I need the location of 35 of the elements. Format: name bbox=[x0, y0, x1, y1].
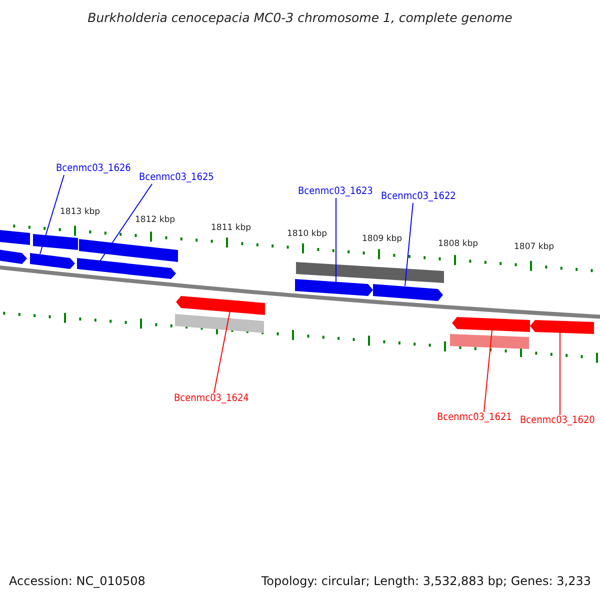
scale-label: 1812 kbp bbox=[135, 215, 176, 226]
scale-label: 1810 kbp bbox=[287, 229, 328, 240]
gene-feature-block bbox=[0, 249, 27, 264]
gene-label: Bcenmc03_1622 bbox=[381, 191, 456, 203]
gene-label: Bcenmc03_1621 bbox=[437, 412, 512, 424]
gene-label: Bcenmc03_1623 bbox=[298, 186, 373, 198]
gene-feature-block bbox=[77, 258, 176, 279]
leader-line bbox=[40, 174, 64, 254]
gene-label: Bcenmc03_1626 bbox=[56, 163, 131, 175]
gene-label: Bcenmc03_1620 bbox=[520, 415, 595, 427]
gene-feature-block bbox=[295, 279, 373, 296]
gene-feature-block bbox=[176, 296, 265, 315]
gene-label: Bcenmc03_1624 bbox=[174, 393, 249, 405]
scale-label: 1808 kbp bbox=[438, 239, 478, 250]
leader-line bbox=[214, 310, 230, 394]
scale-label: 1811 kbp bbox=[211, 223, 252, 234]
leader-line bbox=[100, 184, 152, 262]
gene-feature-block bbox=[79, 239, 178, 262]
leader-line bbox=[484, 330, 492, 412]
gene-feature-block bbox=[530, 320, 594, 334]
gene-feature-block bbox=[33, 234, 78, 250]
title: Burkholderia cenocepacia MC0-3 chromosome 1, complete genome bbox=[86, 10, 514, 25]
leader-line bbox=[404, 202, 414, 286]
gene-feature-block bbox=[450, 334, 529, 349]
gene-feature-block bbox=[0, 230, 30, 245]
gene-feature-block bbox=[452, 317, 530, 332]
scale-label: 1807 kbp bbox=[514, 242, 554, 252]
gene-feature-block bbox=[30, 253, 75, 269]
footer-text: Accession: NC_010508 bbox=[9, 574, 146, 588]
scale-label: 1813 kbp bbox=[60, 207, 100, 218]
footer-text: Topology: circular; Length: 3,532,883 bp; Genes: 3,233 bbox=[261, 574, 591, 588]
gene-feature-block bbox=[175, 314, 264, 333]
gene-feature-block bbox=[296, 262, 444, 283]
gene-label: Bcenmc03_1625 bbox=[139, 172, 214, 184]
scale-label: 1809 kbp bbox=[362, 234, 402, 244]
